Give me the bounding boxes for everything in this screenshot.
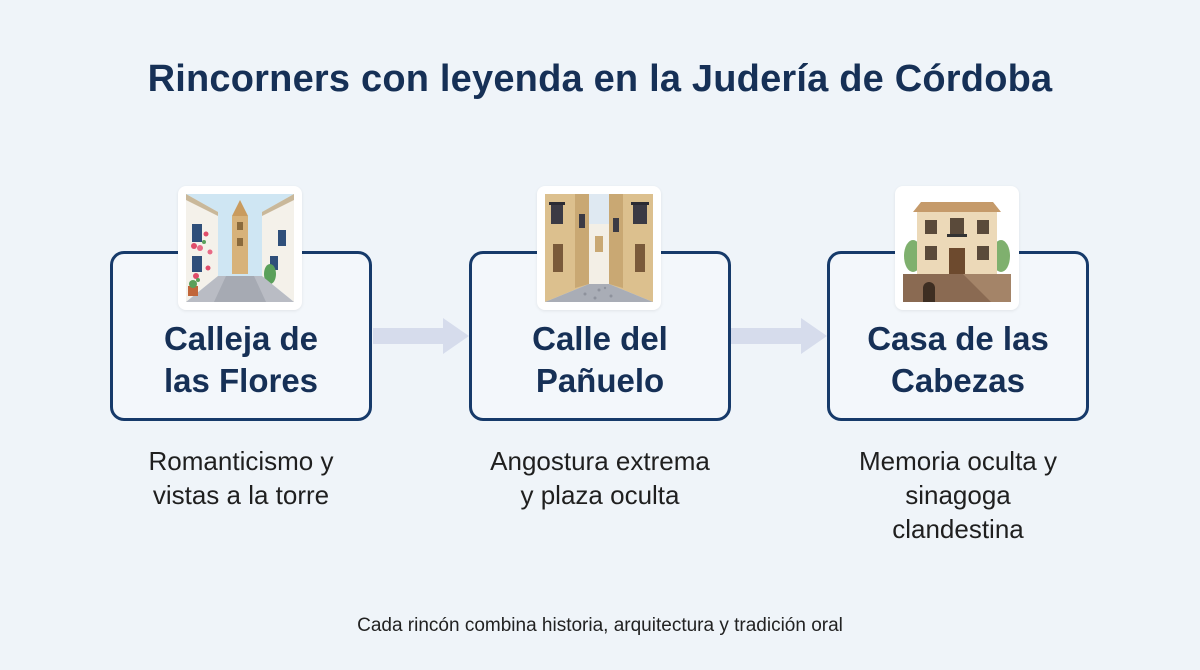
step-name-line: Cabezas <box>891 362 1025 399</box>
step-description-line: clandestina <box>892 514 1024 544</box>
narrow-street-icon <box>537 186 661 310</box>
step-description-line: Angostura extrema <box>490 446 710 476</box>
historic-house-icon <box>895 186 1019 310</box>
step-description: Angostura extrema y plaza oculta <box>449 444 751 512</box>
step-description-line: sinagoga <box>905 480 1011 510</box>
step-name-line: Casa de las <box>867 320 1049 357</box>
step-casa-de-las-cabezas: Casa de las Cabezas Memoria oculta y sin… <box>827 186 1089 556</box>
step-calleja-de-las-flores: Calleja de las Flores Romanticismo y vis… <box>110 186 372 556</box>
step-description: Memoria oculta y sinagoga clandestina <box>807 444 1109 546</box>
step-name: Calle del Pañuelo <box>469 318 731 402</box>
diagram-title: Rincorners con leyenda en la Judería de … <box>147 58 1053 100</box>
arrow-right-icon <box>373 318 469 354</box>
step-description-line: Memoria oculta y <box>859 446 1057 476</box>
step-calle-del-panuelo: Calle del Pañuelo Angostura extrema y pl… <box>469 186 731 556</box>
step-description-line: Romanticismo y <box>148 446 334 476</box>
step-name-line: las Flores <box>163 362 319 399</box>
step-description: Romanticismo y vistas a la torre <box>90 444 392 512</box>
arrow-right-icon <box>731 318 827 354</box>
step-name-line: Calle del <box>532 320 668 357</box>
step-name: Calleja de las Flores <box>110 318 372 402</box>
step-name-line: Pañuelo <box>535 362 665 399</box>
step-name-line: Calleja de <box>163 320 319 357</box>
step-name: Casa de las Cabezas <box>827 318 1089 402</box>
footer-note: Cada rincón combina historia, arquitectu… <box>357 615 843 636</box>
step-description-line: y plaza oculta <box>520 480 680 510</box>
step-description-line: vistas a la torre <box>152 480 330 510</box>
flower-street-icon <box>178 186 302 310</box>
